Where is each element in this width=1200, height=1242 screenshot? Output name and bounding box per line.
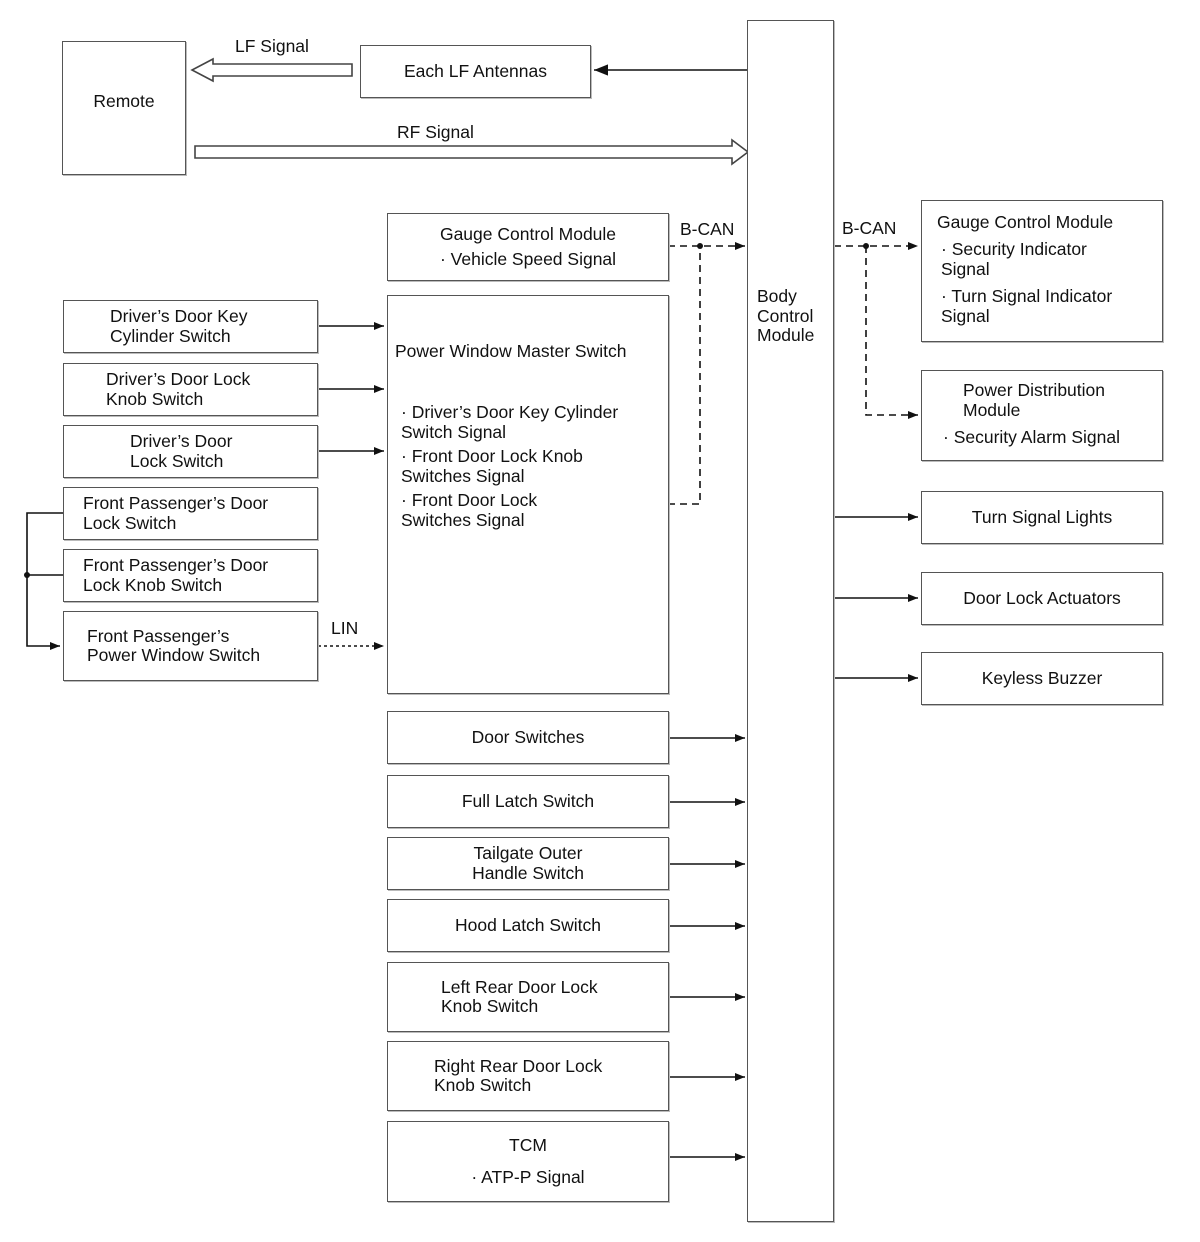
driver-key-cylinder-switch: Driver’s Door Key Cylinder Switch — [63, 300, 318, 353]
turn-signal-lights-box: Turn Signal Lights — [921, 491, 1163, 544]
power-window-master-switch: Power Window Master Switch · Driver’s Do… — [387, 295, 669, 694]
pwms-item: · Driver’s Door Key Cylinder Switch Sign… — [401, 402, 619, 442]
pwms-bcan-line — [668, 246, 701, 505]
lf-antennas-label: Each LF Antennas — [403, 60, 548, 81]
input-label: Left Rear Door Lock Knob Switch — [441, 976, 598, 1016]
switch-label: Driver’s Door Lock Switch — [130, 431, 233, 471]
passenger-power-window-switch: Front Passenger’s Power Window Switch — [63, 611, 318, 681]
bcan-right-label: B-CAN — [842, 218, 897, 238]
body-control-module: Body Control Module — [747, 20, 834, 1222]
input-label: Door Switches — [471, 726, 585, 747]
remote-box: Remote — [62, 41, 186, 175]
bcan-pdm-line — [865, 246, 918, 419]
gauge-right-title: Gauge Control Module — [937, 212, 1114, 232]
rf-signal-label: RF Signal — [397, 122, 474, 142]
rf-signal-arrow — [194, 138, 750, 166]
right-rear-knob-switch-box: Right Rear Door Lock Knob Switch — [387, 1041, 669, 1111]
lf-signal-arrow — [190, 57, 353, 83]
hood-latch-switch-box: Hood Latch Switch — [387, 899, 669, 952]
tcm-title: TCM — [509, 1135, 547, 1155]
bcm-label: Body Control Module — [757, 286, 815, 345]
lf-signal-label: LF Signal — [235, 36, 309, 56]
switch-label: Front Passenger’s Power Window Switch — [87, 625, 261, 665]
tcm-box: TCM · ATP-P Signal — [387, 1121, 669, 1202]
switch-label: Front Passenger’s Door Lock Switch — [83, 493, 269, 533]
driver-door-lock-switch: Driver’s Door Lock Switch — [63, 425, 318, 478]
switch-label: Driver’s Door Key Cylinder Switch — [110, 306, 248, 346]
passenger-door-lock-switch: Front Passenger’s Door Lock Switch — [63, 487, 318, 540]
tailgate-handle-switch-box: Tailgate Outer Handle Switch — [387, 837, 669, 890]
pdm-title: Power Distribution Module — [963, 380, 1105, 420]
gauge-left-title: Gauge Control Module — [439, 223, 617, 244]
tcm-sub: · ATP-P Signal — [471, 1166, 585, 1187]
switch-label: Driver’s Door Lock Knob Switch — [106, 369, 251, 409]
input-label: Right Rear Door Lock Knob Switch — [434, 1055, 603, 1095]
pwms-item: · Front Door Lock Switches Signal — [401, 490, 538, 530]
door-switches-box: Door Switches — [387, 711, 669, 764]
gauge-control-right: Gauge Control Module · Security Indicato… — [921, 200, 1163, 342]
pwms-item: · Front Door Lock Knob Switches Signal — [401, 446, 583, 486]
keyless-buzzer-box: Keyless Buzzer — [921, 652, 1163, 705]
input-label: Tailgate Outer Handle Switch — [472, 843, 584, 883]
remote-label: Remote — [93, 91, 155, 112]
gauge-right-item: · Turn Signal Indicator Signal — [941, 286, 1113, 326]
input-label: Full Latch Switch — [461, 790, 595, 811]
left-rear-knob-switch-box: Left Rear Door Lock Knob Switch — [387, 962, 669, 1032]
output-label: Turn Signal Lights — [971, 506, 1113, 527]
gauge-right-item: · Security Indicator Signal — [941, 239, 1087, 279]
lf-antennas-box: Each LF Antennas — [360, 45, 591, 98]
output-label: Keyless Buzzer — [981, 667, 1103, 688]
power-distribution-module: Power Distribution Module · Security Ala… — [921, 370, 1163, 461]
passenger-lock-knob-switch: Front Passenger’s Door Lock Knob Switch — [63, 549, 318, 602]
bcan-left-label: B-CAN — [680, 219, 735, 239]
input-label: Hood Latch Switch — [455, 914, 601, 935]
driver-lock-knob-switch: Driver’s Door Lock Knob Switch — [63, 363, 318, 416]
passenger-tree-line — [26, 512, 63, 650]
switch-label: Front Passenger’s Door Lock Knob Switch — [83, 555, 269, 595]
output-label: Door Lock Actuators — [963, 587, 1121, 608]
door-lock-actuators-box: Door Lock Actuators — [921, 572, 1163, 625]
gauge-control-left: Gauge Control Module · Vehicle Speed Sig… — [387, 213, 669, 281]
full-latch-switch-box: Full Latch Switch — [387, 775, 669, 828]
pwms-title: Power Window Master Switch — [395, 341, 627, 361]
pdm-item: · Security Alarm Signal — [943, 427, 1121, 447]
lin-label: LIN — [331, 618, 359, 638]
gauge-left-item: · Vehicle Speed Signal — [439, 249, 617, 269]
